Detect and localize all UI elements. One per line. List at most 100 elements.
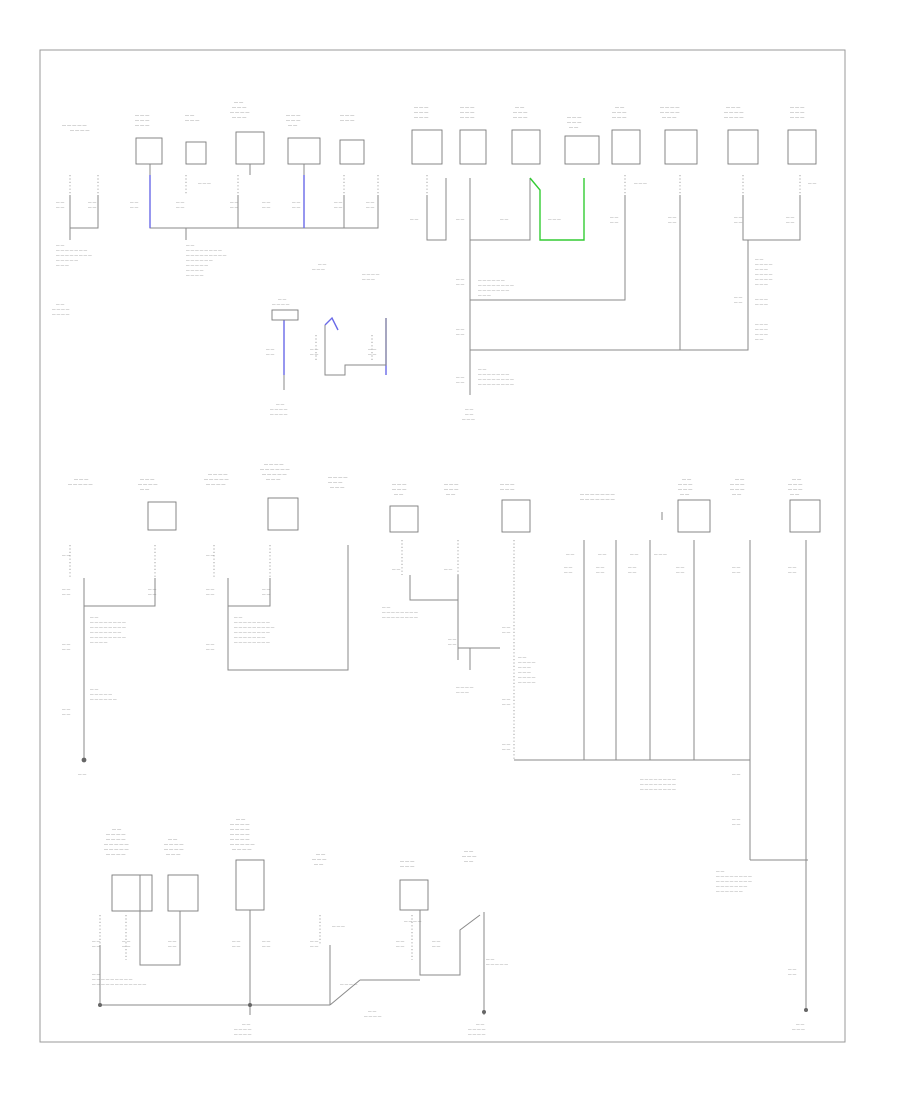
svg-text:— — — — — — —: — — — — — — — xyxy=(90,630,122,634)
connector-box xyxy=(611,129,641,165)
svg-text:— — —: — — — xyxy=(135,117,149,122)
svg-text:— —: — — xyxy=(368,1009,377,1013)
svg-text:— —: — — xyxy=(262,944,271,948)
svg-text:— — — —: — — — — xyxy=(755,262,773,266)
svg-text:— —: — — xyxy=(569,124,578,129)
connector-box xyxy=(235,131,265,165)
svg-text:— — — — — — — —: — — — — — — — — xyxy=(90,625,126,629)
svg-text:— — — — — — — — —: — — — — — — — — — xyxy=(186,253,227,257)
svg-text:— — — —: — — — — xyxy=(70,127,89,132)
svg-text:— — — — — — —: — — — — — — — xyxy=(716,884,748,888)
svg-text:— — —: — — — xyxy=(755,322,768,326)
svg-text:— — —: — — — xyxy=(392,486,406,491)
svg-text:— — — — — — — —: — — — — — — — — xyxy=(382,615,418,619)
svg-text:— — — — — — — —: — — — — — — — — xyxy=(186,248,222,252)
svg-text:— — —: — — — xyxy=(726,104,740,109)
middle-component-labels: — — — — — — — — — — — — — — — — — — — — — — … xyxy=(68,461,802,501)
svg-text:— —: — — xyxy=(456,282,465,286)
svg-text:— —: — — xyxy=(446,491,455,496)
svg-text:— —: — — xyxy=(92,944,101,948)
svg-text:— —: — — xyxy=(186,243,195,247)
svg-text:— — —: — — — xyxy=(444,481,458,486)
svg-text:— — —: — — — xyxy=(312,267,325,271)
svg-text:— — —: — — — xyxy=(755,297,768,301)
svg-text:— — — — — —: — — — — — — xyxy=(478,278,505,282)
svg-text:— —: — — xyxy=(734,215,743,219)
svg-text:— — — —: — — — — xyxy=(208,471,227,476)
svg-text:— —: — — xyxy=(310,939,319,943)
svg-text:— —: — — xyxy=(206,592,215,596)
svg-text:— — — —: — — — — xyxy=(340,982,358,986)
svg-text:— — —: — — — xyxy=(312,856,326,861)
svg-text:— —: — — xyxy=(382,605,391,609)
svg-text:— — —: — — — xyxy=(56,263,69,267)
svg-text:— —: — — xyxy=(366,200,375,204)
svg-text:— —: — — xyxy=(122,939,131,943)
connector-box xyxy=(389,505,419,533)
svg-text:— — — —: — — — — xyxy=(660,109,679,114)
connector-box xyxy=(111,874,153,912)
svg-text:— —: — — xyxy=(786,220,795,224)
connector-box xyxy=(167,874,199,912)
svg-text:— —: — — xyxy=(262,587,271,591)
svg-text:— —: — — xyxy=(206,647,215,651)
svg-text:— — —: — — — xyxy=(460,114,474,119)
svg-text:— — —: — — — xyxy=(166,851,180,856)
middle-connectors xyxy=(147,497,821,533)
svg-text:— — —: — — — xyxy=(500,481,514,486)
svg-text:— —: — — xyxy=(732,817,741,821)
svg-text:— —: — — xyxy=(682,476,691,481)
svg-text:— —: — — xyxy=(310,352,319,356)
svg-text:— — —: — — — xyxy=(478,293,491,297)
svg-text:— —: — — xyxy=(206,587,215,591)
ground-point xyxy=(248,1003,252,1007)
connector-box xyxy=(399,879,429,911)
svg-text:— — —: — — — xyxy=(548,217,561,221)
svg-text:— —: — — xyxy=(288,122,297,127)
svg-text:— — —: — — — xyxy=(460,109,474,114)
svg-text:— —: — — xyxy=(598,552,607,556)
svg-text:— — —: — — — xyxy=(362,277,375,281)
connector-box xyxy=(185,141,207,165)
svg-text:— — — —: — — — — xyxy=(230,831,249,836)
svg-text:— — — — — — — —: — — — — — — — — xyxy=(716,874,752,878)
svg-text:— —: — — xyxy=(206,553,215,557)
svg-text:— —: — — xyxy=(628,565,637,569)
svg-text:— — — —: — — — — xyxy=(724,114,743,119)
svg-text:— — —: — — — xyxy=(678,486,692,491)
svg-text:— — —: — — — xyxy=(792,1027,805,1031)
svg-text:— —: — — xyxy=(788,972,797,976)
svg-text:— — — —: — — — — xyxy=(164,846,183,851)
ground-point xyxy=(482,1010,486,1014)
svg-text:— — — —: — — — — xyxy=(270,412,288,416)
connector-box xyxy=(459,129,487,165)
svg-text:— —: — — xyxy=(456,332,465,336)
svg-text:— — —: — — — xyxy=(462,417,475,421)
svg-text:— — — —: — — — — xyxy=(404,919,422,923)
svg-text:— — — — — — —: — — — — — — — xyxy=(56,248,88,252)
svg-text:— — — —: — — — — xyxy=(468,1027,486,1031)
svg-text:— — — —: — — — — xyxy=(660,104,679,109)
svg-text:— — — — — — — —: — — — — — — — — xyxy=(640,777,676,781)
svg-text:— —: — — xyxy=(234,615,243,619)
svg-text:— — —: — — — xyxy=(328,479,342,484)
svg-text:— —: — — xyxy=(176,205,185,209)
connector-box xyxy=(235,859,265,911)
svg-text:— —: — — xyxy=(755,337,764,341)
svg-text:— — —: — — — xyxy=(755,332,768,336)
svg-text:— —: — — xyxy=(334,205,343,209)
svg-text:— —: — — xyxy=(176,200,185,204)
svg-text:— —: — — xyxy=(515,104,524,109)
svg-text:— — — — —: — — — — — xyxy=(104,846,128,851)
svg-text:— — — —: — — — — xyxy=(164,841,183,846)
svg-text:— — — —: — — — — xyxy=(232,846,251,851)
svg-text:— — —: — — — xyxy=(266,476,280,481)
top-mid-connectors xyxy=(271,309,387,390)
svg-text:— — — — —: — — — — — xyxy=(230,841,254,846)
svg-text:— — — —: — — — — xyxy=(272,302,290,306)
svg-text:— —: — — xyxy=(432,939,441,943)
connector-box xyxy=(564,135,600,165)
svg-text:— —: — — xyxy=(62,707,71,711)
svg-text:— —: — — xyxy=(808,181,817,185)
svg-text:— —: — — xyxy=(56,205,65,209)
